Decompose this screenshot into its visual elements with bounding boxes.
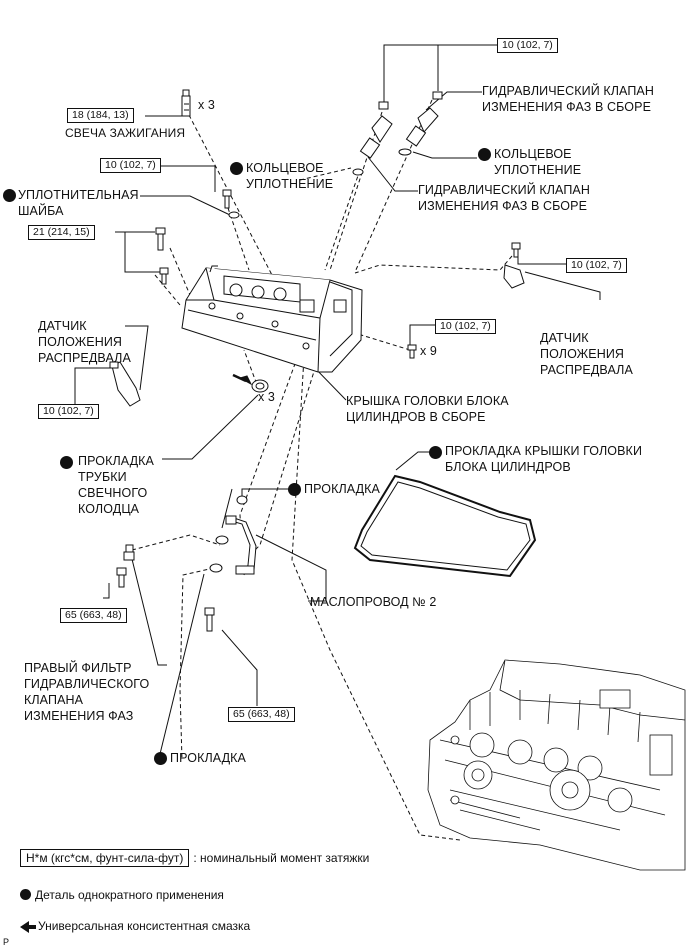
spark-plug — [181, 89, 191, 117]
head-cover-gasket-part — [353, 474, 537, 578]
torque-pipe-bolt: 65 (663, 48) — [228, 707, 295, 722]
label-gasket-bottom: ПРОКЛАДКА — [170, 751, 246, 765]
single-use-marker-icon — [478, 148, 491, 161]
cam-sensor-right — [503, 264, 525, 289]
ocv-valve-right — [398, 91, 443, 156]
label-oil-ring: КОЛЬЦЕВОЕ УПЛОТНЕНИЕ — [246, 161, 334, 191]
label-washer: УПЛОТНИТЕЛЬНАЯ ШАЙБА — [18, 188, 139, 218]
filled-circle-icon — [20, 889, 31, 900]
oil-pipe-part — [209, 495, 257, 576]
label-oil-pipe: МАСЛОПРОВОД № 2 — [310, 595, 437, 609]
qty-cover-nuts: x 9 — [420, 344, 437, 358]
single-use-marker-icon — [288, 483, 301, 496]
legend-grease: Универсальная консистентная смазка — [38, 919, 250, 933]
legend-grease-text: Универсальная консистентная смазка — [38, 919, 251, 933]
label-ocv-filter: ПРАВЫЙ ФИЛЬТР ГИДРАВЛИЧЕСКОГО КЛАПАНА ИЗ… — [24, 661, 150, 723]
label-cam-sensor-right: ДАТЧИК ПОЛОЖЕНИЯ РАСПРЕДВАЛА — [540, 331, 633, 377]
torque-cover-bolt-small: 10 (102, 7) — [100, 158, 161, 173]
torque-ocv-bolts: 10 (102, 7) — [497, 38, 558, 53]
label-gasket-top: ПРОКЛАДКА — [304, 482, 380, 496]
label-ocv-assy-2: ГИДРАВЛИЧЕСКИЙ КЛАПАН ИЗМЕНЕНИЯ ФАЗ В СБ… — [418, 183, 590, 213]
head-cover-assembly — [181, 265, 363, 373]
engine-block — [427, 659, 686, 871]
ocv-valve-left — [352, 101, 393, 176]
plug-tube-gasket-part — [251, 379, 269, 393]
legend-single-use: Деталь однократного применения — [20, 888, 224, 902]
label-ocv-assy-1: ГИДРАВЛИЧЕСКИЙ КЛАПАН ИЗМЕНЕНИЯ ФАЗ В СБ… — [482, 84, 654, 114]
label-plug-tube-gasket: ПРОКЛАДКА ТРУБКИ СВЕЧНОГО КОЛОДЦА — [78, 454, 154, 516]
torque-cover-bolts: 21 (214, 15) — [28, 225, 95, 240]
torque-cover-nuts: 10 (102, 7) — [435, 319, 496, 334]
qty-spark-plug: x 3 — [198, 98, 215, 112]
label-spark-plug: СВЕЧА ЗАЖИГАНИЯ — [65, 126, 186, 140]
qty-plug-tube-gasket: x 3 — [258, 390, 275, 404]
single-use-marker-icon — [3, 189, 16, 202]
single-use-marker-icon — [154, 752, 167, 765]
label-head-cover-assy: КРЫШКА ГОЛОВКИ БЛОКА ЦИЛИНДРОВ В СБОРЕ — [346, 394, 509, 424]
filter-part — [123, 544, 135, 561]
legend-torque-unit: Н*м (кгс*см, фунт-сила-фут) — [20, 849, 190, 867]
torque-sensor-right: 10 (102, 7) — [566, 258, 627, 273]
legend-single-use-text: Деталь однократного применения — [35, 888, 224, 902]
label-cam-sensor-left: ДАТЧИК ПОЛОЖЕНИЯ РАСПРЕДВАЛА — [38, 319, 131, 365]
legend-grease-arrow-icon — [20, 921, 36, 933]
single-use-marker-icon — [230, 162, 243, 175]
label-head-cover-gasket: ПРОКЛАДКА КРЫШКИ ГОЛОВКИ БЛОКА ЦИЛИНДРОВ — [445, 444, 643, 474]
cam-sensor-left — [109, 361, 141, 407]
torque-filter-bolt: 65 (663, 48) — [60, 608, 127, 623]
torque-sensor-left: 10 (102, 7) — [38, 404, 99, 419]
legend-torque: Н*м (кгс*см, фунт-сила-фут): номинальный… — [20, 849, 370, 867]
torque-spark-plug: 18 (184, 13) — [67, 108, 134, 123]
single-use-marker-icon — [429, 446, 442, 459]
single-use-marker-icon — [60, 456, 73, 469]
legend-torque-desc: : номинальный момент затяжки — [193, 851, 370, 865]
bolts — [116, 189, 521, 632]
label-oring-right: КОЛЬЦЕВОЕ УПЛОТНЕНИЕ — [494, 147, 582, 177]
corner-code: P — [3, 937, 10, 947]
